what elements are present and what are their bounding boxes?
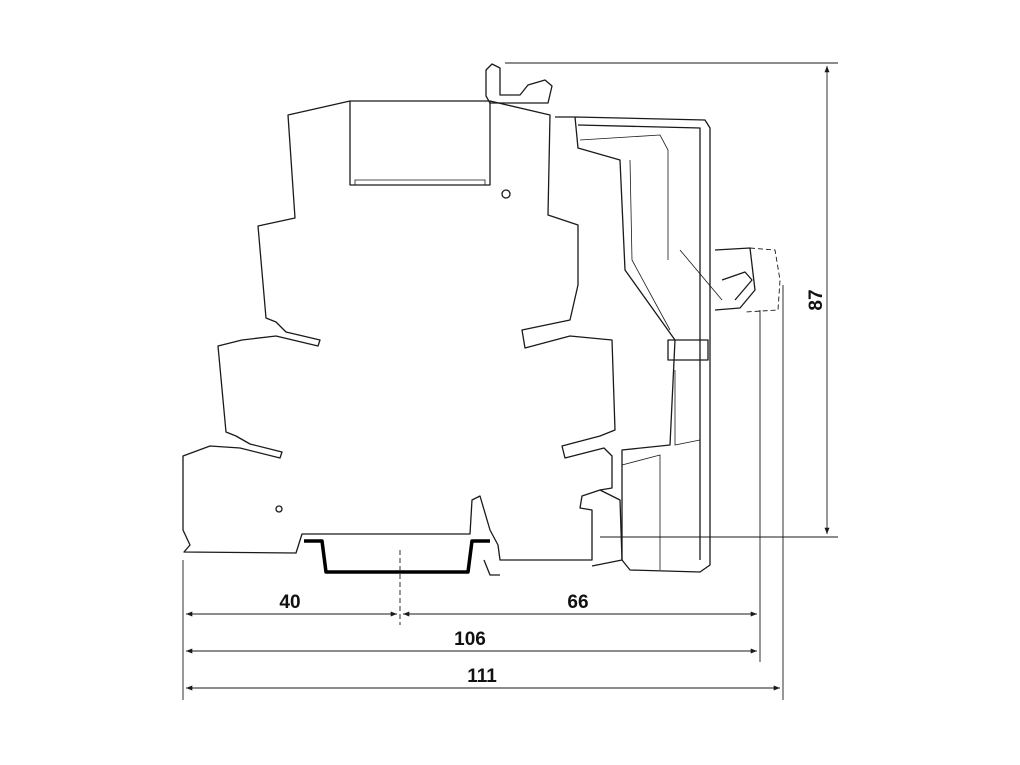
relay-housing (555, 116, 781, 573)
dimension-lines (182, 62, 838, 700)
dimension-label-106: 106 (454, 629, 486, 650)
dimension-label-87: 87 (806, 289, 827, 310)
dimension-label-111: 111 (467, 666, 497, 687)
relay-base-outline (182, 63, 623, 576)
dimension-label-40: 40 (279, 592, 300, 613)
dimension-label-66: 66 (567, 592, 588, 613)
din-rail (304, 539, 490, 574)
